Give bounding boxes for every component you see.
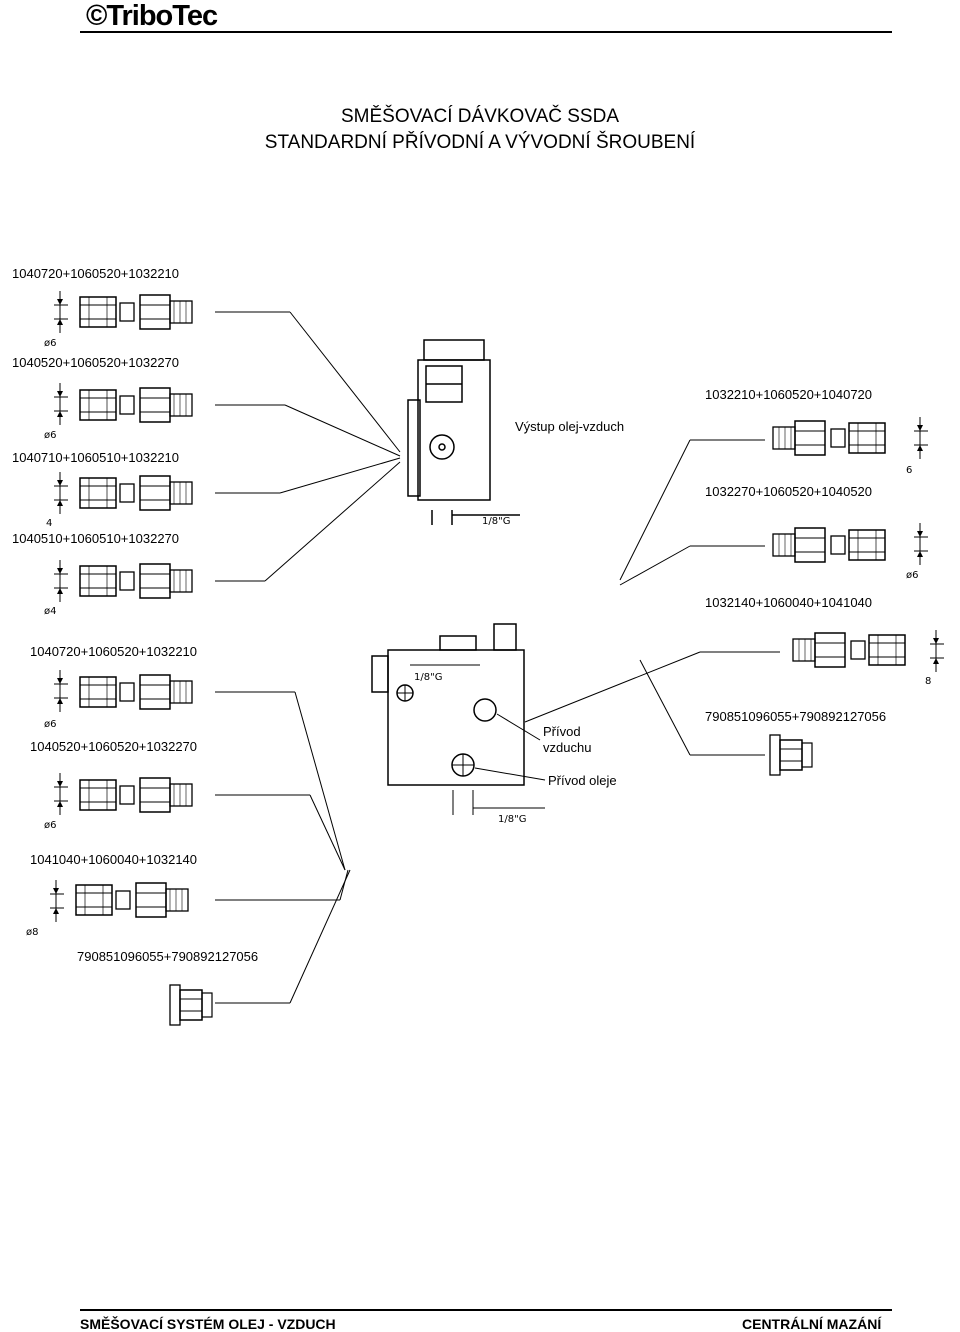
oil-inlet-label: Přívod oleje <box>548 773 617 788</box>
upper-right-dim-label-2: ø6 <box>906 570 919 581</box>
lower-left-label-1: 1040720+1060520+1032210 <box>30 644 198 659</box>
upper-left-label-4: 1040510+1060510+1032270 <box>12 531 180 546</box>
logo-text: TriboTec <box>106 0 218 32</box>
lower-left-dim-label-2: ø6 <box>44 820 57 831</box>
upper-right-label-2: 1032270+1060520+1040520 <box>705 484 873 499</box>
footer-left-text: SMĚŠOVACÍ SYSTÉM OLEJ - VZDUCH <box>80 1316 336 1332</box>
upper-left-dim-2 <box>53 382 69 426</box>
lower-left-label-3: 1041040+1060040+1032140 <box>30 852 198 867</box>
lower-left-label-2: 1040520+1060520+1032270 <box>30 739 198 754</box>
upper-left-fitting-2 <box>79 387 193 423</box>
footer-right-text: CENTRÁLNÍ MAZÁNÍ <box>742 1316 882 1332</box>
upper-left-label-3: 1040710+1060510+1032210 <box>12 450 180 465</box>
lower-left-label-4: 790851096055+790892127056 <box>77 949 259 964</box>
lower-left-dim-2 <box>53 772 69 816</box>
upper-left-dim-label-1: ø6 <box>44 338 57 349</box>
logo-symbol: © <box>86 0 107 32</box>
upper-left-dim-4 <box>53 559 69 603</box>
lower-right-label: 790851096055+790892127056 <box>705 709 887 724</box>
upper-left-label-1: 1040720+1060520+1032210 <box>12 266 180 281</box>
upper-left-dim-label-3: 4 <box>46 518 53 529</box>
lower-dosing-block <box>371 623 545 815</box>
upper-right-dim-label-3: 8 <box>925 676 932 687</box>
lower-left-dim-label-3: ø8 <box>26 927 39 938</box>
lower-left-fitting-3 <box>75 882 189 918</box>
upper-dosing-block <box>407 339 520 525</box>
air-inlet-label-line2: vzduchu <box>543 740 592 755</box>
header-rule <box>80 31 892 33</box>
lower-thread-label-top: 1/8"G <box>414 672 442 683</box>
lower-left-dim-3 <box>49 879 65 923</box>
lower-thread-label-bottom: 1/8"G <box>498 814 526 825</box>
upper-right-fitting-2 <box>772 527 886 563</box>
tribotec-logo: ©TriboTec <box>86 0 218 33</box>
upper-left-fitting-1 <box>79 294 193 330</box>
upper-left-dim-3 <box>53 471 69 515</box>
upper-left-fitting-3 <box>79 475 193 511</box>
page-title-line1: SMĚŠOVACÍ DÁVKOVAČ SSDA <box>340 106 620 127</box>
page-title-line2: STANDARDNÍ PŘÍVODNÍ A VÝVODNÍ ŠROUBENÍ <box>264 132 696 153</box>
lower-left-leaders <box>215 691 351 1004</box>
upper-right-dim-label-1: 6 <box>906 465 913 476</box>
upper-left-dim-label-4: ø4 <box>44 606 57 617</box>
upper-left-label-2: 1040520+1060520+1032270 <box>12 355 180 370</box>
upper-left-dim-label-2: ø6 <box>44 430 57 441</box>
upper-right-fitting-1 <box>772 420 886 456</box>
air-inlet-label-line1: Přívod <box>543 724 581 739</box>
upper-right-leaders <box>524 439 780 723</box>
upper-left-dim-1 <box>53 290 69 334</box>
upper-right-label-3: 1032140+1060040+1041040 <box>705 595 873 610</box>
footer-rule <box>80 1309 892 1311</box>
upper-right-dim-1 <box>913 416 929 460</box>
upper-right-dim-3 <box>929 629 945 673</box>
lower-right-plug <box>769 734 813 776</box>
lower-left-dim-label-1: ø6 <box>44 719 57 730</box>
lower-left-fitting-1 <box>79 674 193 710</box>
lower-left-fitting-2 <box>79 777 193 813</box>
upper-thread-label: 1/8"G <box>482 516 510 527</box>
upper-left-leaders <box>215 311 401 582</box>
outlet-label: Výstup olej-vzduch <box>515 419 625 434</box>
upper-left-fitting-4 <box>79 563 193 599</box>
lower-right-leaders <box>474 659 765 781</box>
lower-left-plug <box>169 984 213 1026</box>
lower-left-dim-1 <box>53 669 69 713</box>
upper-right-label-1: 1032210+1060520+1040720 <box>705 387 873 402</box>
upper-right-dim-2 <box>913 522 929 566</box>
upper-right-fitting-3 <box>792 632 906 668</box>
